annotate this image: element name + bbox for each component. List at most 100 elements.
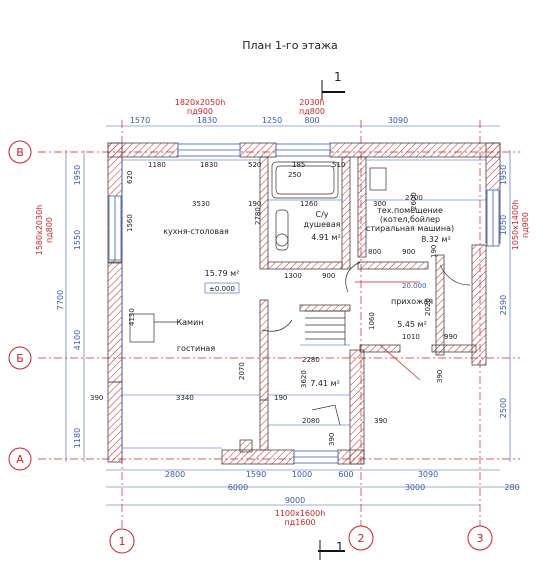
room-shower: душевая	[304, 220, 341, 229]
svg-text:190: 190	[430, 245, 438, 258]
svg-text:1950: 1950	[73, 165, 82, 185]
svg-text:600: 600	[338, 470, 353, 479]
svg-text:Б: Б	[16, 352, 24, 365]
svg-text:1: 1	[119, 535, 126, 548]
svg-text:1050: 1050	[499, 215, 508, 235]
opening-right: 1050x1400h	[511, 200, 520, 251]
dims-top: 1570 1830 1250 800 3090	[130, 116, 408, 125]
opening-top-left: 1820x2050h	[175, 98, 226, 107]
svg-text:390: 390	[328, 433, 336, 446]
room-tech-area: 8.32 м²	[421, 235, 451, 244]
svg-text:7700: 7700	[56, 290, 65, 310]
axis-bubble-v: В	[8, 140, 32, 164]
svg-text:3000: 3000	[405, 483, 425, 492]
svg-text:1260: 1260	[300, 200, 318, 208]
opening-right-sill: пд900	[521, 212, 530, 238]
svg-text:1590: 1590	[246, 470, 266, 479]
svg-text:2590: 2590	[499, 295, 508, 315]
svg-text:2070: 2070	[238, 362, 246, 380]
svg-text:А: А	[16, 453, 24, 466]
room-labels: кухня-столовая 15.79 м² ±0.000 Камин гос…	[163, 206, 454, 388]
room-tech-sub: (котел,бойлер	[380, 215, 440, 224]
svg-text:620: 620	[126, 171, 134, 184]
svg-text:4130: 4130	[128, 308, 136, 326]
opening-bottom-sill: пд1600	[284, 518, 315, 527]
svg-text:2780: 2780	[254, 207, 262, 225]
svg-text:800: 800	[368, 248, 381, 256]
svg-text:3090: 3090	[418, 470, 438, 479]
svg-text:390: 390	[374, 417, 387, 425]
svg-text:6000: 6000	[228, 483, 248, 492]
plan-title: План 1-го этажа	[242, 39, 338, 52]
room-wc: С/у	[315, 210, 328, 219]
svg-text:510: 510	[332, 161, 345, 169]
svg-text:2: 2	[358, 532, 365, 545]
svg-text:2020: 2020	[424, 298, 432, 316]
svg-text:1180: 1180	[148, 161, 166, 169]
svg-text:1830: 1830	[197, 116, 217, 125]
axis-bubble-1: 1	[109, 528, 135, 554]
room-kitchen-area: 15.79 м²	[205, 269, 240, 278]
opening-top-left-sill: пд900	[187, 107, 213, 116]
svg-text:3: 3	[477, 532, 484, 545]
opening-left: 1580x2030h	[35, 205, 44, 256]
svg-text:190: 190	[248, 200, 261, 208]
svg-text:1550: 1550	[73, 230, 82, 250]
svg-text:3620: 3620	[300, 370, 308, 388]
svg-text:185: 185	[292, 161, 305, 169]
svg-text:900: 900	[322, 272, 335, 280]
dimension-lines	[65, 125, 520, 506]
svg-text:1560: 1560	[126, 214, 134, 232]
svg-text:1: 1	[336, 540, 344, 554]
dims-inner: 1180 1830 520 185 510 250 3530 190 1260 …	[90, 161, 457, 446]
svg-text:520: 520	[248, 161, 261, 169]
svg-text:800: 800	[304, 116, 319, 125]
fireplace-label: Камин	[176, 318, 203, 327]
svg-text:2800: 2800	[165, 470, 185, 479]
windows	[108, 143, 500, 464]
svg-text:2080: 2080	[302, 417, 320, 425]
svg-text:1: 1	[334, 70, 342, 84]
svg-text:190: 190	[274, 394, 287, 402]
svg-text:250: 250	[288, 171, 301, 179]
dims-bottom: 2800 1590 1000 600 3090 6000 3000 280 90…	[165, 470, 520, 505]
svg-text:1950: 1950	[499, 165, 508, 185]
interior-walls	[239, 156, 477, 453]
room-tech-sub2: стиральная машина)	[366, 224, 454, 233]
room-stair-area: 7.41 м²	[310, 379, 340, 388]
room-kitchen: кухня-столовая	[163, 227, 229, 236]
svg-text:2700: 2700	[405, 194, 423, 202]
svg-text:300: 300	[373, 200, 386, 208]
axis-bubble-a: А	[8, 447, 32, 471]
svg-text:990: 990	[444, 333, 457, 341]
dims-right: 1950 1050 2590 2500	[499, 165, 508, 418]
svg-text:390: 390	[90, 394, 103, 402]
svg-text:20.000: 20.000	[402, 282, 427, 290]
room-hall-area: 5.45 м²	[397, 320, 427, 329]
svg-text:1250: 1250	[262, 116, 282, 125]
room-hall: прихожая	[391, 297, 433, 306]
fixtures	[129, 161, 471, 426]
svg-text:1060: 1060	[368, 312, 376, 330]
svg-text:2280: 2280	[302, 356, 320, 364]
svg-text:4100: 4100	[73, 330, 82, 350]
opening-left-sill: пд800	[45, 217, 54, 243]
svg-text:9000: 9000	[285, 496, 305, 505]
svg-text:2500: 2500	[499, 398, 508, 418]
room-wc-area: 4.91 м²	[311, 233, 341, 242]
svg-text:3530: 3530	[192, 200, 210, 208]
svg-text:3090: 3090	[388, 116, 408, 125]
level-mark: ±0.000	[209, 285, 235, 293]
svg-text:1180: 1180	[73, 428, 82, 448]
section-mark-top: 1	[321, 70, 345, 100]
svg-text:1830: 1830	[200, 161, 218, 169]
axis-bubble-2: 2	[348, 525, 374, 551]
svg-text:900: 900	[402, 248, 415, 256]
exterior-walls	[107, 142, 501, 465]
svg-text:1570: 1570	[130, 116, 150, 125]
opening-top-mid: 2030h	[299, 98, 324, 107]
svg-text:390: 390	[436, 370, 444, 383]
axis-bubble-3: 3	[467, 525, 493, 551]
